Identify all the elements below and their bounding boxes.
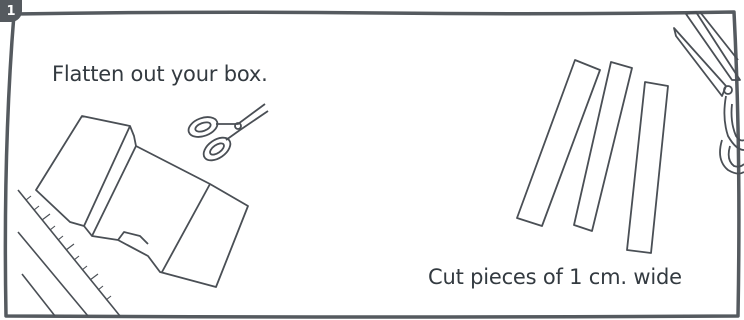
step-number: 1 [6,4,15,19]
step-number-badge: 1 [0,0,22,22]
cardboard-strips-illustration [517,60,668,253]
small-scissors-illustration [186,104,268,165]
caption-cut-pieces: Cut pieces of 1 cm. wide [428,265,682,289]
flattened-box-illustration [36,116,248,287]
caption-flatten-box: Flatten out your box. [52,62,268,86]
